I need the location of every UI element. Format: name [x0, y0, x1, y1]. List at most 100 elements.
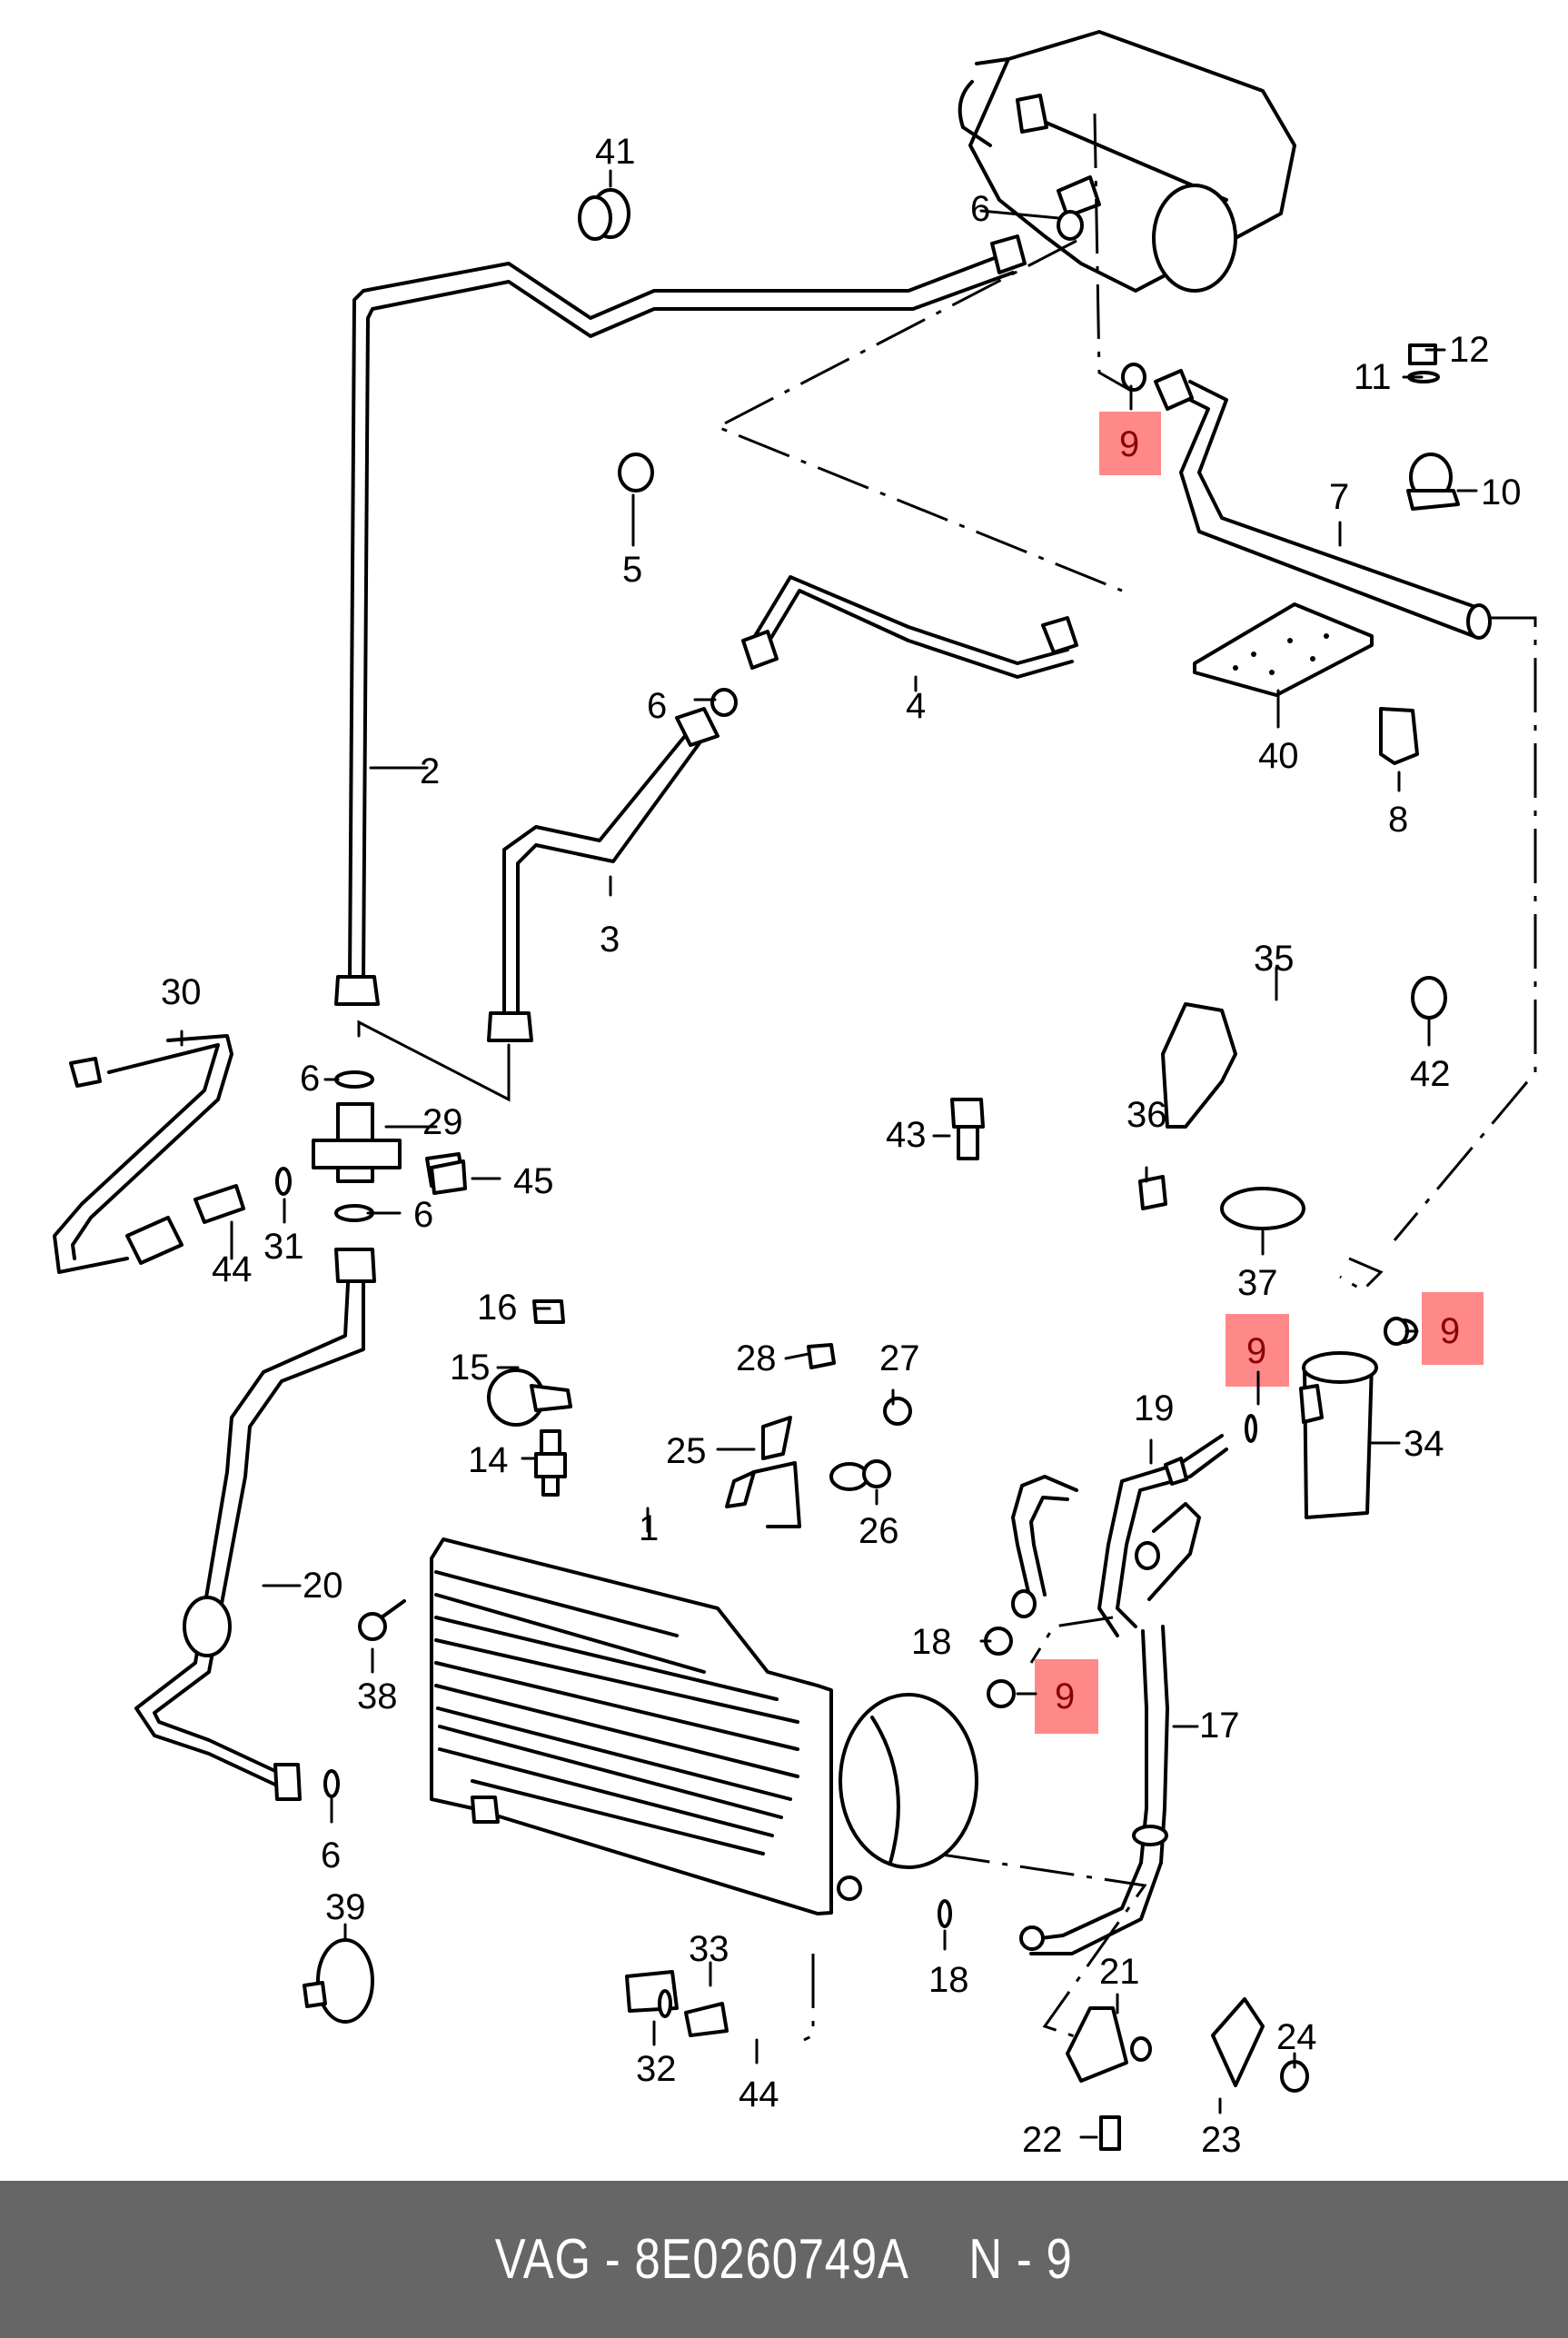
part-10-bracket	[1406, 343, 1460, 511]
part-30-pipe	[53, 1034, 233, 1274]
evaporator-housing	[958, 30, 1296, 293]
part-37-hose-clamp	[1220, 1187, 1305, 1230]
label-ticks	[180, 169, 1478, 2139]
label-23[interactable]: 23	[1201, 2120, 1242, 2160]
label-5[interactable]: 5	[622, 550, 642, 590]
part-43-buffer	[950, 1098, 985, 1160]
label-18[interactable]: 18	[911, 1622, 952, 1662]
label-9-highlighted[interactable]: 9	[1119, 424, 1139, 464]
label-6[interactable]: 6	[413, 1195, 433, 1235]
label-27[interactable]: 27	[879, 1338, 920, 1378]
seal-9	[1384, 1317, 1409, 1346]
label-10[interactable]: 10	[1481, 473, 1522, 512]
label-36[interactable]: 36	[1126, 1095, 1167, 1135]
label-6[interactable]: 6	[647, 686, 667, 726]
hose-17	[1019, 1625, 1169, 1955]
label-28[interactable]: 28	[736, 1338, 777, 1378]
label-35[interactable]: 35	[1254, 939, 1295, 979]
seal-9	[1121, 363, 1146, 392]
label-6[interactable]: 6	[970, 189, 990, 229]
part-28-bolt	[807, 1343, 836, 1369]
label-1[interactable]: 1	[639, 1508, 659, 1548]
label-6[interactable]: 6	[321, 1836, 341, 1875]
pipe-20	[134, 1248, 376, 1801]
part-35-bracket	[1161, 1002, 1237, 1129]
part-27-nut	[883, 1397, 912, 1426]
label-39[interactable]: 39	[325, 1887, 366, 1927]
part-25-bracket	[725, 1416, 801, 1528]
label-42[interactable]: 42	[1410, 1054, 1451, 1094]
label-32[interactable]: 32	[636, 2049, 677, 2089]
label-18[interactable]: 18	[928, 1960, 969, 2000]
part-45-valve	[430, 1159, 467, 1195]
label-26[interactable]: 26	[858, 1511, 899, 1551]
label-9-highlighted[interactable]: 9	[1246, 1331, 1266, 1371]
label-30[interactable]: 30	[161, 972, 202, 1012]
label-19[interactable]: 19	[1134, 1388, 1175, 1428]
compressor	[837, 1693, 978, 1901]
part-38-bolt	[358, 1599, 406, 1641]
label-25[interactable]: 25	[666, 1431, 707, 1471]
part-16-nut	[532, 1299, 565, 1324]
label-7[interactable]: 7	[1329, 477, 1349, 517]
part-36-bolt	[1138, 1175, 1167, 1210]
label-3[interactable]: 3	[600, 920, 620, 960]
label-4[interactable]: 4	[906, 686, 926, 726]
caption-separator: -	[605, 2228, 621, 2291]
part-5-grommet	[618, 453, 654, 492]
highlight-box-9-top	[1099, 412, 1161, 475]
label-44[interactable]: 44	[212, 1249, 253, 1289]
label-20[interactable]: 20	[303, 1566, 343, 1606]
label-34[interactable]: 34	[1404, 1424, 1444, 1464]
label-45[interactable]: 45	[513, 1161, 554, 1201]
label-40[interactable]: 40	[1258, 736, 1299, 776]
label-31[interactable]: 31	[263, 1227, 304, 1267]
parts-diagram: 41 6 9 12 11 10 5 7 6 4 40 2 8 3 30 35 4…	[53, 30, 1537, 2160]
part-40-pad	[1193, 602, 1374, 697]
label-24[interactable]: 24	[1276, 2017, 1317, 2057]
label-17[interactable]: 17	[1199, 1706, 1240, 1746]
caption-separator: -	[1017, 2228, 1033, 2291]
label-16[interactable]: 16	[477, 1288, 518, 1328]
leader-line	[803, 1954, 815, 2042]
part-41-grommet	[578, 188, 630, 241]
label-6[interactable]: 6	[300, 1059, 320, 1099]
leader-line	[1093, 113, 1132, 393]
leader-line	[1393, 616, 1537, 1241]
part-29-t-piece	[312, 1070, 465, 1222]
part-39-hose-clamp	[303, 1938, 374, 2024]
label-12[interactable]: 12	[1449, 330, 1490, 370]
label-15[interactable]: 15	[450, 1348, 491, 1388]
leader-line	[1339, 1257, 1384, 1292]
label-33[interactable]: 33	[689, 1929, 729, 1969]
part-44-valve-bottom	[684, 2002, 729, 2037]
pipe-3	[487, 707, 719, 1042]
pipe-4	[741, 575, 1078, 679]
hose-19	[1011, 1434, 1228, 1637]
label-11[interactable]: 11	[1354, 357, 1392, 397]
seal-18	[938, 1899, 952, 1928]
label-38[interactable]: 38	[357, 1676, 398, 1716]
label-41[interactable]: 41	[595, 132, 636, 172]
part-42-grommet	[1411, 976, 1447, 1020]
part-26-clamp	[829, 1459, 891, 1491]
label-9-highlighted[interactable]: 9	[1440, 1311, 1460, 1351]
label-22[interactable]: 22	[1022, 2120, 1063, 2160]
label-2[interactable]: 2	[420, 751, 440, 791]
label-44[interactable]: 44	[739, 2074, 779, 2114]
part-31-seal	[275, 1167, 292, 1196]
label-29[interactable]: 29	[422, 1102, 463, 1142]
label-21[interactable]: 21	[1099, 1952, 1140, 1992]
label-14[interactable]: 14	[468, 1440, 509, 1480]
leader-line	[935, 1852, 1147, 2046]
hose-7	[1154, 369, 1492, 640]
seal-9	[987, 1679, 1016, 1708]
label-37[interactable]: 37	[1237, 1263, 1278, 1303]
leader-line	[1029, 1616, 1114, 1664]
label-8[interactable]: 8	[1388, 800, 1408, 840]
label-9-highlighted[interactable]: 9	[1055, 1676, 1075, 1716]
position-number: 9	[1046, 2228, 1073, 2291]
label-43[interactable]: 43	[886, 1115, 927, 1155]
